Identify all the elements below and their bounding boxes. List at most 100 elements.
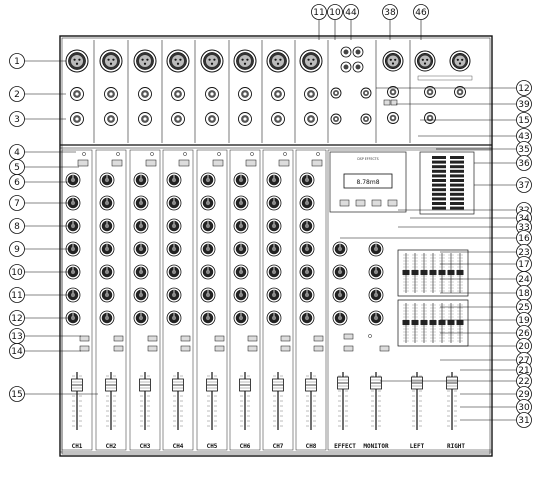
svg-text:27: 27 <box>518 356 529 366</box>
knob-3 <box>266 218 282 234</box>
effect-pfl-button <box>343 345 354 352</box>
svg-text:8: 8 <box>14 222 20 232</box>
mute-button <box>180 335 191 342</box>
knob-7 <box>200 310 216 326</box>
insert-jack-ch1 <box>70 112 84 126</box>
callout-right-32-7: 32 <box>398 202 532 218</box>
knob-7 <box>299 310 315 326</box>
meter-segment-left-3 <box>432 165 446 169</box>
aux-jack-3 <box>330 113 342 125</box>
svg-text:37: 37 <box>518 181 529 191</box>
svg-text:38: 38 <box>384 8 396 18</box>
meter-segment-right-7 <box>450 183 464 187</box>
clip-led <box>82 152 86 156</box>
output-jack-5 <box>424 112 436 124</box>
channel-label-2: CH2 <box>106 443 117 450</box>
knob-7 <box>99 310 115 326</box>
mute-button <box>247 335 258 342</box>
line-input-ch4 <box>171 87 185 101</box>
mute-button <box>280 335 291 342</box>
output-jack-4 <box>387 112 399 124</box>
phantom-button <box>111 159 123 167</box>
svg-text:21: 21 <box>518 366 529 376</box>
callout-right-23-11: 23 <box>440 244 532 260</box>
channel-fader <box>139 372 151 430</box>
svg-text:2: 2 <box>14 90 20 100</box>
callout-right-22-21: 22 <box>380 373 532 389</box>
knob-2 <box>166 195 182 211</box>
xlr-input-ch1 <box>65 49 89 73</box>
svg-text:11: 11 <box>313 8 324 18</box>
svg-text:19: 19 <box>518 316 530 326</box>
knob-1 <box>65 172 81 188</box>
channel-label-5: CH5 <box>207 443 218 450</box>
effect-knob-3 <box>332 287 348 303</box>
channel-strip-3 <box>129 149 161 451</box>
svg-text:12: 12 <box>518 84 529 94</box>
effects-panel: DSP EFFECTS 8.78m8 <box>329 151 407 213</box>
clip-led <box>150 152 154 156</box>
knob-4 <box>266 241 282 257</box>
channel-fader <box>172 372 184 430</box>
meter-segment-left-6 <box>432 179 446 182</box>
insert-jack-ch8 <box>304 112 318 126</box>
knob-3 <box>65 218 81 234</box>
knob-2 <box>133 195 149 211</box>
knob-5 <box>266 264 282 280</box>
meter-segment-right-3 <box>450 165 464 169</box>
knob-4 <box>133 241 149 257</box>
svg-text:11: 11 <box>11 291 22 301</box>
monitor-knob-4 <box>368 310 384 326</box>
mute-button <box>79 335 90 342</box>
channel-label-6: CH6 <box>240 443 251 450</box>
knob-4 <box>299 241 315 257</box>
master-label-monitor: MONITOR <box>363 443 389 450</box>
channel-label-4: CH4 <box>173 443 184 450</box>
master-label-left: LEFT <box>410 443 425 450</box>
pfl-button <box>247 345 258 352</box>
clip-led <box>316 152 320 156</box>
knob-3 <box>99 218 115 234</box>
output-jack-1 <box>387 86 399 98</box>
knob-1 <box>299 172 315 188</box>
line-input-ch5 <box>205 87 219 101</box>
svg-text:26: 26 <box>518 329 530 339</box>
callout-right-17-12: 17 <box>440 256 532 272</box>
meter-segment-right-2 <box>450 160 464 164</box>
knob-2 <box>99 195 115 211</box>
knob-3 <box>299 218 315 234</box>
rca-jacks <box>340 46 364 73</box>
meter-segment-left-4 <box>432 169 446 173</box>
callout-left-7: 7 <box>9 195 71 211</box>
svg-text:20: 20 <box>518 342 530 352</box>
line-input-ch8 <box>304 87 318 101</box>
effects-display: 8.78m8 <box>356 179 379 186</box>
meter-segment-right-10 <box>450 197 464 201</box>
knob-5 <box>99 264 115 280</box>
meter-segment-left-9 <box>432 192 446 196</box>
meter-segment-right-4 <box>450 169 464 173</box>
svg-text:9: 9 <box>14 245 20 255</box>
meter-segment-right-6 <box>450 179 464 182</box>
phantom-button <box>178 159 190 167</box>
monitor-knob-3 <box>368 287 384 303</box>
knob-4 <box>200 241 216 257</box>
svg-text:7: 7 <box>14 199 20 209</box>
insert-jack-ch5 <box>205 112 219 126</box>
meter-segment-right-9 <box>450 192 464 196</box>
callout-right-12-0: 12 <box>376 80 532 96</box>
line-input-ch3 <box>138 87 152 101</box>
phantom-button <box>311 159 323 167</box>
svg-text:46: 46 <box>415 8 427 18</box>
graphic-eq-lower <box>397 299 469 347</box>
knob-4 <box>233 241 249 257</box>
svg-text:43: 43 <box>518 132 529 142</box>
mute-button <box>113 335 124 342</box>
phantom-button <box>278 159 290 167</box>
clip-led <box>183 152 187 156</box>
knob-5 <box>200 264 216 280</box>
callout-right-15-2: 15 <box>420 112 532 128</box>
callout-right-16-10: 16 <box>340 230 532 246</box>
input-section <box>65 46 473 126</box>
